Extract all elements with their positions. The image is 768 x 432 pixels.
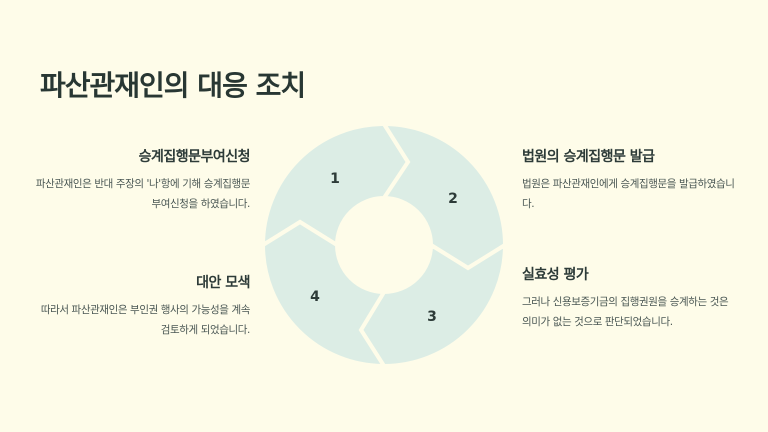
step-3-heading: 실효성 평가 xyxy=(522,267,589,283)
step-4-block: 대안 모색 따라서 파산관재인은 부인권 행사의 가능성을 계속 검토하게 되었… xyxy=(35,272,251,340)
cycle-segment-4 xyxy=(260,219,388,369)
step-2-body: 법원은 파산관재인에게 승계집행문을 발급하였습니다. xyxy=(522,178,735,210)
segment-number-4: 4 xyxy=(310,289,320,305)
step-3-block: 실효성 평가 그러나 신용보증기금의 집행권원을 승계하는 것은 의미가 없는 … xyxy=(522,264,737,332)
cycle-segment-3 xyxy=(358,241,508,369)
cycle-segment-1 xyxy=(260,121,411,249)
segment-number-2: 2 xyxy=(448,191,458,207)
step-3-body: 그러나 신용보증기금의 집행권원을 승계하는 것은 의미가 없는 것으로 판단되… xyxy=(522,296,729,328)
segment-number-3: 3 xyxy=(427,309,437,325)
cycle-segment-2 xyxy=(380,121,508,271)
step-1-body: 파산관재인은 반대 주장의 '나'항에 기해 승계집행문부여신청을 하였습니다. xyxy=(35,178,251,210)
step-1-block: 승계집행문부여신청 파산관재인은 반대 주장의 '나'항에 기해 승계집행문부여… xyxy=(35,146,251,214)
page-title: 파산관재인의 대응 조치 xyxy=(40,69,306,102)
step-1-heading: 승계집행문부여신청 xyxy=(138,149,251,165)
step-2-block: 법원의 승계집행문 발급 법원은 파산관재인에게 승계집행문을 발급하였습니다. xyxy=(522,146,737,214)
step-4-body: 따라서 파산관재인은 부인권 행사의 가능성을 계속 검토하게 되었습니다. xyxy=(40,304,251,336)
step-4-heading: 대안 모색 xyxy=(196,275,250,291)
segment-number-1: 1 xyxy=(330,171,340,187)
step-2-heading: 법원의 승계집행문 발급 xyxy=(522,149,655,165)
